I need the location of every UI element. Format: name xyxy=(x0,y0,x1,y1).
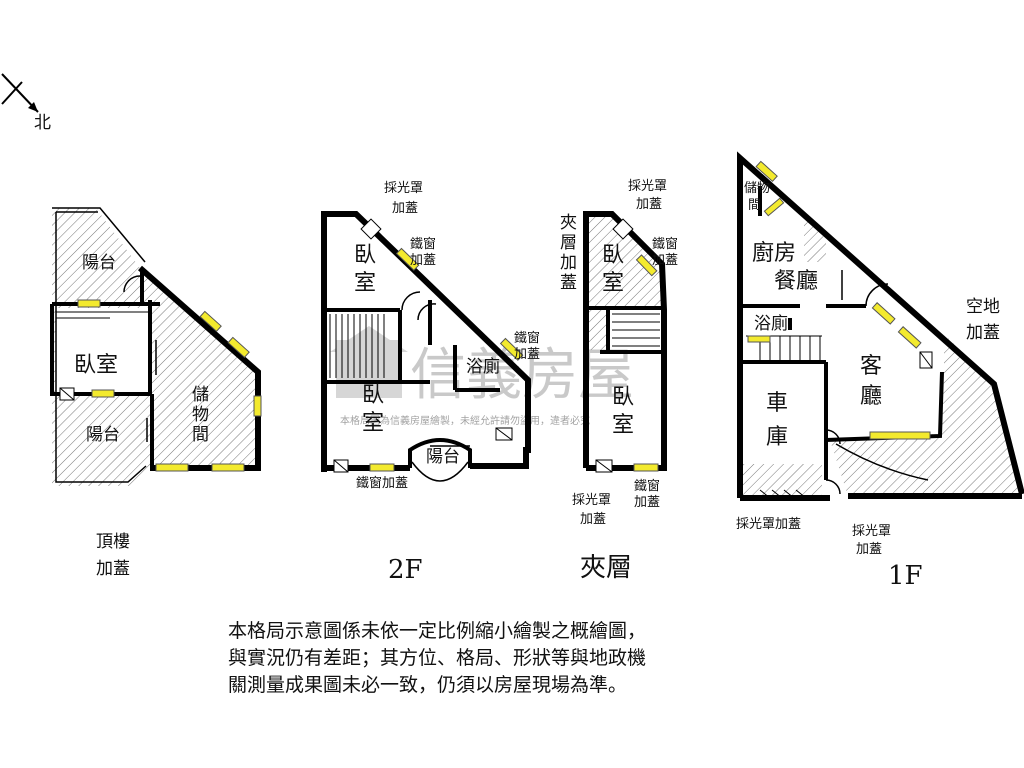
2f-skylight-2: 加蓋 xyxy=(392,201,418,216)
1f-storage-2: 間 xyxy=(748,198,761,213)
2f-iron-window-right-2: 加蓋 xyxy=(514,347,540,362)
mezz-side-1: 夾 xyxy=(560,213,577,233)
2f-iron-window-top-1: 鐵窗 xyxy=(410,236,436,252)
floor-1f-plan: 儲物 間 廚房 餐廳 浴廁 客 廳 車 庫 空地 加蓋 採光罩加蓋 採光罩 加蓋… xyxy=(736,151,1024,591)
mezz-skylight-top-2: 加蓋 xyxy=(636,197,662,212)
mezz-bedroom-1: 臥 xyxy=(612,385,634,410)
1f-vacant-2: 加蓋 xyxy=(966,323,1000,343)
mezz-side-4: 蓋 xyxy=(560,273,577,293)
1f-living-2: 廳 xyxy=(860,384,882,409)
mezz-side-2: 層 xyxy=(560,233,577,253)
mezz-iron-bottom-2: 加蓋 xyxy=(634,495,660,510)
mezz-iron-bottom-1: 鐵窗 xyxy=(634,478,660,494)
2f-skylight-1: 採光罩 xyxy=(384,181,423,196)
roof-storage-2: 物 xyxy=(192,405,209,425)
mezz-skylight-bottom-1: 採光罩 xyxy=(572,493,611,508)
2f-title: 2F xyxy=(388,555,423,585)
2f-bedroom-top-2: 室 xyxy=(354,271,376,296)
mezz-skylight-bottom-2: 加蓋 xyxy=(580,512,606,527)
2f-iron-window-right-1: 鐵窗 xyxy=(514,330,540,346)
1f-living-1: 客 xyxy=(860,354,882,379)
2f-bedroom-top-1: 臥 xyxy=(354,243,376,268)
1f-bath: 浴廁 xyxy=(754,313,788,334)
2f-bedroom-1: 臥 xyxy=(362,383,384,408)
disclaimer-line-3: 關測量成果圖未必一致，仍須以房屋現場為準。 xyxy=(228,674,628,696)
1f-kitchen: 廚房 xyxy=(752,241,796,266)
mezz-side-3: 加 xyxy=(560,253,577,273)
1f-title: 1F xyxy=(888,561,923,591)
1f-garage-2: 庫 xyxy=(766,425,788,450)
roof-balcony-top: 陽台 xyxy=(82,253,116,273)
roof-storage-1: 儲 xyxy=(192,385,209,405)
mezz-bedroom-2: 室 xyxy=(612,413,634,438)
mezz-bedroom-top-1: 臥 xyxy=(602,243,624,268)
mezzanine-plan: 夾 層 加 蓋 採光罩 加蓋 鐵窗 加蓋 臥 室 臥 室 採光罩 加蓋 鐵窗 加… xyxy=(560,179,678,583)
1f-skylight-left: 採光罩加蓋 xyxy=(736,517,801,532)
mezz-title: 夾層 xyxy=(580,553,632,583)
disclaimer-line-1: 本格局示意圖係未依一定比例縮小繪製之概繪圖， xyxy=(228,620,647,642)
compass: 北 xyxy=(1,73,51,133)
mezz-iron-top-2: 加蓋 xyxy=(652,253,678,268)
skylight-box xyxy=(360,218,382,240)
2f-bath: 浴廁 xyxy=(466,356,500,377)
compass-label: 北 xyxy=(34,113,51,133)
2f-iron-window-top-2: 加蓋 xyxy=(410,253,436,268)
2f-iron-window-bottom: 鐵窗加蓋 xyxy=(356,475,408,491)
1f-skylight-right-1: 採光罩 xyxy=(852,524,891,539)
1f-vacant-1: 空地 xyxy=(966,297,1000,317)
mezz-skylight-top-1: 採光罩 xyxy=(628,179,667,194)
1f-dining: 餐廳 xyxy=(774,269,818,294)
floor-2f-plan: 採光罩 加蓋 鐵窗 加蓋 鐵窗 加蓋 鐵窗加蓋 臥 室 浴廁 臥 室 陽台 2F xyxy=(321,181,540,585)
roof-storage-3: 間 xyxy=(192,425,209,445)
roof-bedroom: 臥室 xyxy=(74,353,118,378)
roof-floor-plan: 陽台 臥室 陽台 儲 物 間 頂樓 加蓋 xyxy=(50,207,262,579)
1f-storage-1: 儲物 xyxy=(744,181,770,196)
mezz-iron-top-1: 鐵窗 xyxy=(652,236,678,252)
2f-balcony: 陽台 xyxy=(426,447,460,467)
disclaimer-line-2: 與實況仍有差距；其方位、格局、形狀等與地政機 xyxy=(228,647,647,669)
roof-title-line2: 加蓋 xyxy=(96,559,130,579)
disclaimer: 本格局示意圖係未依一定比例縮小繪製之概繪圖， 與實況仍有差距；其方位、格局、形狀… xyxy=(228,618,748,699)
2f-bedroom-2: 室 xyxy=(362,411,384,436)
1f-garage-1: 車 xyxy=(766,391,788,416)
watermark-roof-icon xyxy=(330,326,408,352)
skylight-box xyxy=(612,218,634,240)
1f-skylight-right-2: 加蓋 xyxy=(856,542,882,557)
roof-balcony-bottom: 陽台 xyxy=(86,425,120,445)
mezz-bedroom-top-2: 室 xyxy=(602,271,624,296)
roof-title-line1: 頂樓 xyxy=(96,532,130,552)
